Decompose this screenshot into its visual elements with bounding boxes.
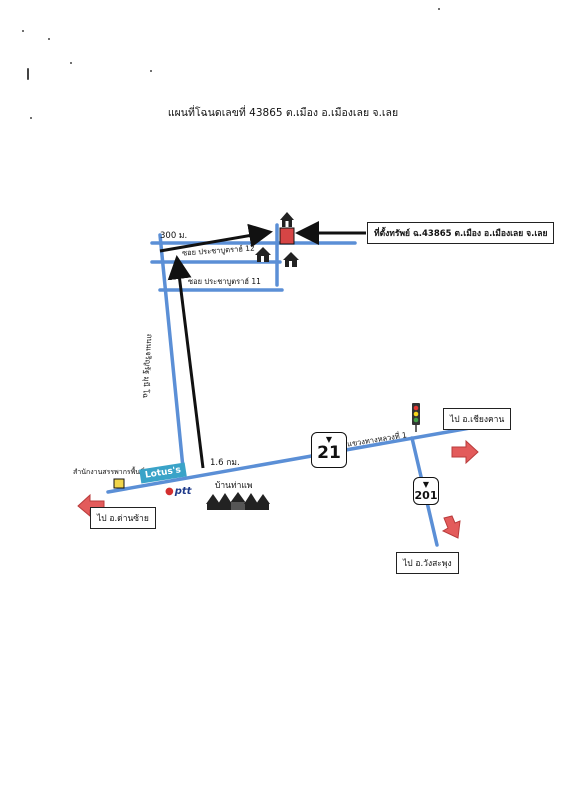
dan-sai-box: ไป อ.ด่านซ้าย [90,507,156,529]
ptt-drop-icon: ● [165,486,174,497]
scan-speck [70,62,72,64]
traffic-light-icon [412,403,420,432]
scan-speck [27,68,29,80]
house-icon [255,247,271,262]
road-vertical [158,233,185,470]
route-arrow-east [159,223,273,253]
property-location-box: ที่ตั้งทรัพย์ ฉ.43865 ต.เมือง อ.เมืองเลย… [367,222,555,244]
house-icons [255,212,299,267]
route-201-number: 201 [414,489,438,502]
property-marker [279,227,295,245]
route-emblem-icon: ▼ [325,435,333,444]
scan-speck [150,70,152,72]
village-houses-icon [206,492,270,510]
wang-saphung-box: ไป อ.วังสะพุง [396,552,459,574]
tax-office-marker [113,478,125,489]
route-emblem-icon: ▼ [422,480,430,489]
scan-speck [30,117,32,119]
scan-speck [22,30,24,32]
house-icon [280,212,294,227]
arrow-to-chiang-khan [451,439,479,465]
route-arrow-north [167,255,205,469]
arrow-to-wang-saphung [441,515,461,539]
route-21-shield: ▼ 21 [311,432,347,468]
scan-speck [438,8,440,10]
village-label: บ้านท่าแพ [215,481,253,491]
distance-1-6km-label: 1.6 กม. [210,458,240,468]
house-icon [283,252,299,267]
soi-11-label: ซอย ประชาบูตราฮ์ 11 [188,277,261,286]
map-title: แผนที่โฉนดเลขที่ 43865 ต.เมือง อ.เมืองเล… [167,107,399,119]
ptt-logo: ●ptt [165,486,191,497]
highway-21 [106,426,472,494]
tax-office-label: สำนักงานสรรพากรพื้นที่เลย [73,468,156,476]
scan-speck [48,38,50,40]
distance-300m-label: 300 ม. [160,231,188,241]
route-201-shield: ▼ 201 [413,477,439,505]
ptt-text: ptt [174,486,192,497]
route-21-number: 21 [317,443,341,463]
chiang-khan-box: ไป อ.เชียงคาน [443,408,512,430]
